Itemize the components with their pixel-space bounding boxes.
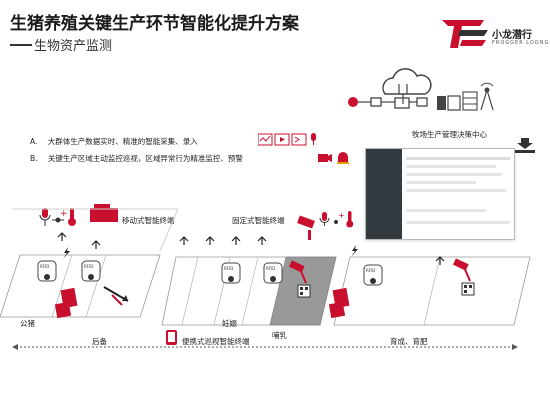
camera-icon xyxy=(288,260,307,284)
qr-code-icon xyxy=(461,282,475,296)
alarm-icon xyxy=(337,152,349,164)
tablet-icon xyxy=(166,330,177,345)
bullet-a-text: 大群体生产数据实时、精准的智能采集、录入 xyxy=(47,137,198,146)
thermometer-icon xyxy=(68,208,76,226)
infrastructure-diagram xyxy=(348,68,494,111)
mobile-terminal-icons: + xyxy=(39,204,118,226)
dashboard-sidebar xyxy=(366,149,402,239)
download-icon xyxy=(515,138,535,153)
rfid-label: RFID xyxy=(266,266,276,271)
data-capture-icons xyxy=(258,133,316,146)
cloud-icon xyxy=(382,68,432,95)
monitor-alarm-icons xyxy=(318,152,349,164)
server-icon xyxy=(437,95,461,111)
subtitle-dash xyxy=(10,44,32,46)
stage-lactation: 哺乳 xyxy=(272,331,287,340)
rfid-label: RFID xyxy=(224,266,234,271)
bullet-b: B. 关键生产区域主动监控巡视，区域异常行为精准监控、预警 xyxy=(30,153,243,164)
wireless-signal-icons xyxy=(63,245,358,259)
bullet-a: A. 大群体生产数据实时、精准的智能采集、录入 xyxy=(30,136,198,147)
bullet-b-text: 关键生产区域主动监控巡视，区域异常行为精准监控、预警 xyxy=(47,154,243,163)
mobile-terminal-label: 移动式智能终端 xyxy=(122,216,175,225)
center-label: 牧场生产管理决策中心 xyxy=(412,130,487,139)
handheld-terminals xyxy=(54,287,350,319)
rfid-label: RFID xyxy=(40,264,50,269)
network-icon xyxy=(348,94,428,109)
thermometer-icon xyxy=(346,211,354,228)
portable-terminal-label: 便携式巡视智能终端 xyxy=(182,337,250,346)
brand-tagline: FROGGER LOONG xyxy=(492,40,550,46)
dashboard-screenshot xyxy=(365,148,515,240)
fixed-terminal-label: 固定式智能终端 xyxy=(232,216,285,225)
rfid-label: RFID xyxy=(84,264,94,269)
svg-text:+: + xyxy=(60,209,68,219)
microphone-icon xyxy=(39,208,51,226)
flow-arrow xyxy=(103,286,129,306)
microphone-icon xyxy=(319,212,330,226)
pen-reserve xyxy=(0,254,161,318)
rfid-readers xyxy=(37,260,383,286)
brand-name: 小龙潜行 xyxy=(492,30,532,41)
brand-logo xyxy=(442,20,488,48)
qr-code-icon xyxy=(297,284,311,298)
stage-boar: 公猪 xyxy=(20,319,35,328)
sensor-antennas xyxy=(57,232,445,265)
stage-reserve: 后备 xyxy=(92,337,107,346)
camera-icon xyxy=(297,215,315,240)
page-title: 生猪养殖关键生产环节智能化提升方案 xyxy=(10,14,299,34)
rfid-label: RFID xyxy=(366,268,376,273)
svg-text:+: + xyxy=(338,211,345,220)
bullet-b-marker: B. xyxy=(30,154,38,163)
antenna-icon xyxy=(462,82,494,111)
bullet-a-marker: A. xyxy=(30,137,38,146)
barn-scene xyxy=(0,208,531,350)
stage-pregnant: 妊娠 xyxy=(222,319,237,328)
camera-icon xyxy=(318,154,332,162)
page-subtitle: 生物资产监测 xyxy=(34,39,113,54)
stage-nursery-finishing: 育成、育肥 xyxy=(390,337,428,346)
camera-icon xyxy=(452,258,471,282)
fixed-terminal-icons: + xyxy=(297,211,354,240)
mobile-terminal-device xyxy=(90,208,118,222)
